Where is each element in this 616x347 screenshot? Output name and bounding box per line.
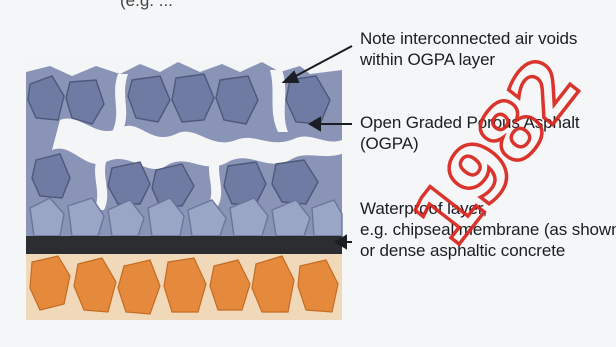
air-voids-label-line-1: Note interconnected air voids xyxy=(360,28,577,49)
waterproof-membrane xyxy=(26,236,342,254)
waterproof-label-line-3: or dense asphaltic concrete xyxy=(360,240,616,261)
header-fragment: (e.g. ... xyxy=(120,0,173,11)
